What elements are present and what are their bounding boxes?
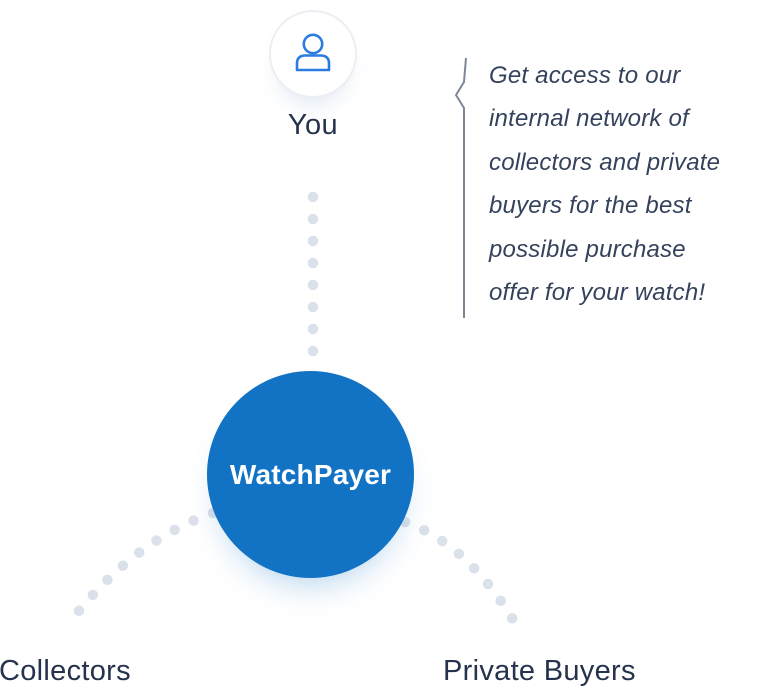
quote-line: collectors and private [489,148,721,176]
you-node: You [269,10,357,142]
quote-line: Get access to our [489,62,681,89]
watchpayer-hub-circle: WatchPayer [207,371,414,578]
watchpayer-hub-label: WatchPayer [229,458,392,490]
quote-line: buyers for the best [489,192,692,220]
quote-line: possible purchase [489,235,686,263]
quote-line: offer for your watch! [489,279,706,307]
you-label: You [287,109,339,141]
quote-bracket-line [455,57,467,318]
quote-line: internal network of [489,105,689,133]
you-avatar-circle [269,10,357,98]
private-buyers-label: Private Buyers [443,655,636,687]
connector-hub-to-collectors [68,507,219,623]
person-icon [295,33,331,72]
connector-hub-to-private-buyers [399,516,524,634]
quote-text: Get access to our internal network of co… [489,54,758,314]
collectors-label: Collectors [0,655,131,687]
